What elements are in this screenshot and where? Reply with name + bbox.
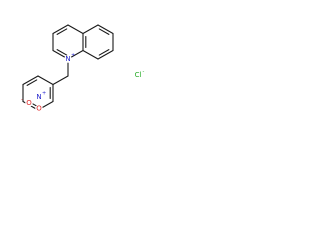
bond-n1-c2 [52, 49, 66, 58]
quinolinium-nitrogen-charge: + [71, 53, 75, 59]
bond-ch2-aryl [52, 75, 69, 86]
bond-c4-c4a [67, 24, 84, 35]
bond-a5-a6 [22, 75, 39, 86]
chloride-charge: - [143, 69, 145, 75]
bond-a5-a6-double [26, 79, 38, 86]
bond-c8a-n1 [70, 49, 84, 58]
nitro-oxygen-double-symbol: O [36, 105, 42, 113]
quinolinium-nitrogen-symbol: N [65, 55, 70, 63]
chloride-symbol: Cl [135, 71, 142, 79]
nitro-oxygen-double-atom: O [35, 105, 43, 113]
atom-label-layer: N + N + - O O Cl - [21, 53, 145, 113]
nitro-oxygen-single-symbol: O [26, 99, 32, 107]
nitro-nitrogen-atom: N + [35, 91, 46, 101]
bond-c8-c8a [82, 49, 99, 60]
chemical-structure-diagram: N + N + - O O Cl - [21, 24, 145, 113]
bond-a6-a1 [37, 75, 54, 86]
bond-c5-c6-double [98, 28, 110, 35]
bond-c5-c6 [97, 24, 114, 35]
nitro-nitrogen-charge: + [42, 91, 46, 97]
bond-n1-c2-double [56, 49, 68, 56]
chloride-counter-ion: Cl - [135, 69, 145, 80]
quinolinium-nitrogen-atom: N + [64, 53, 75, 63]
nitro-nitrogen-symbol: N [36, 93, 41, 101]
bond-layer [22, 24, 114, 111]
bond-c7-c8-double [98, 49, 110, 56]
nitro-oxygen-negative-charge: - [21, 97, 23, 103]
nitro-oxygen-single-atom: - O [21, 97, 33, 107]
bond-c4a-c5 [82, 24, 99, 35]
bond-c7-c8 [97, 49, 114, 60]
bond-c3-c4-double [56, 28, 68, 35]
bond-c3-c4 [52, 24, 69, 35]
